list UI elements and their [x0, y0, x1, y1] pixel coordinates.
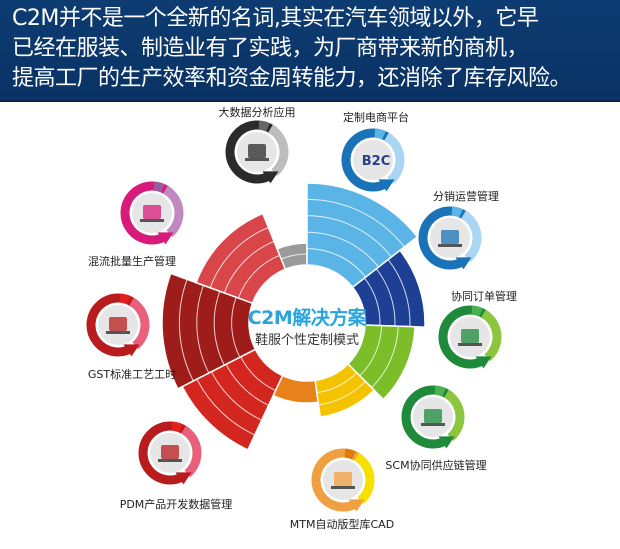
center-title: C2M解决方案: [247, 307, 367, 329]
segment-dark-red: [161, 272, 257, 390]
header-line-3: 提高工厂的生产效率和资金周转能力，还消除了库存风险。: [12, 66, 572, 91]
segment-light-red: [195, 212, 287, 305]
module-sewing-machine: [86, 293, 150, 357]
module-label-mixed-production: 混流批量生产管理: [88, 255, 176, 268]
header-banner: C2M并不是一个全新的名词,其实在汽车领域以外，它早 已经在服装、制造业有了实践…: [0, 0, 620, 102]
segment-dark-blue: [351, 249, 426, 328]
segment-light-blue: [306, 182, 419, 289]
module-b2c: B2C: [341, 128, 405, 192]
center-subtitle: 鞋服个性定制模式: [254, 333, 360, 348]
module-label-distribution: 分销运营管理: [433, 190, 499, 203]
module-label-mtm: MTM自动版型库CAD: [289, 518, 395, 531]
center-circle: [250, 266, 364, 380]
people-icon: [450, 317, 490, 357]
module-delivery-cart: [401, 385, 465, 449]
module-truck: [418, 206, 482, 270]
module-label-ecommerce: 定制电商平台: [343, 111, 409, 124]
module-laptop: [311, 448, 375, 512]
module-label-big-data: 大数据分析应用: [218, 106, 296, 119]
module-production-line: [120, 181, 184, 245]
sewing-machine-icon: [98, 305, 138, 345]
delivery-cart-icon: [413, 397, 453, 437]
module-mannequin: [138, 421, 202, 485]
mannequin-icon: [150, 433, 190, 473]
segment-yellow: [314, 362, 376, 418]
module-bar-arrow: [225, 120, 289, 184]
laptop-icon: [323, 460, 363, 500]
module-label-order: 协同订单管理: [451, 290, 517, 303]
svg-text:B2C: B2C: [362, 154, 391, 169]
module-people: [438, 305, 502, 369]
production-line-icon: [132, 193, 172, 233]
segment-green: [346, 324, 416, 401]
header-line-1: C2M并不是一个全新的名词,其实在汽车领域以外，它早: [12, 6, 539, 31]
module-label-scm: SCM协同供应链管理: [385, 459, 487, 472]
truck-icon: [430, 218, 470, 258]
b2c-icon: B2C: [353, 140, 393, 180]
bar-arrow-icon: [237, 132, 277, 172]
header-line-2: 已经在服装、制造业有了实践，为厂商带来新的商机，: [12, 36, 529, 61]
module-label-gst: GST标准工艺工时: [87, 368, 177, 381]
module-label-pdm: PDM产品开发数据管理: [119, 498, 233, 511]
